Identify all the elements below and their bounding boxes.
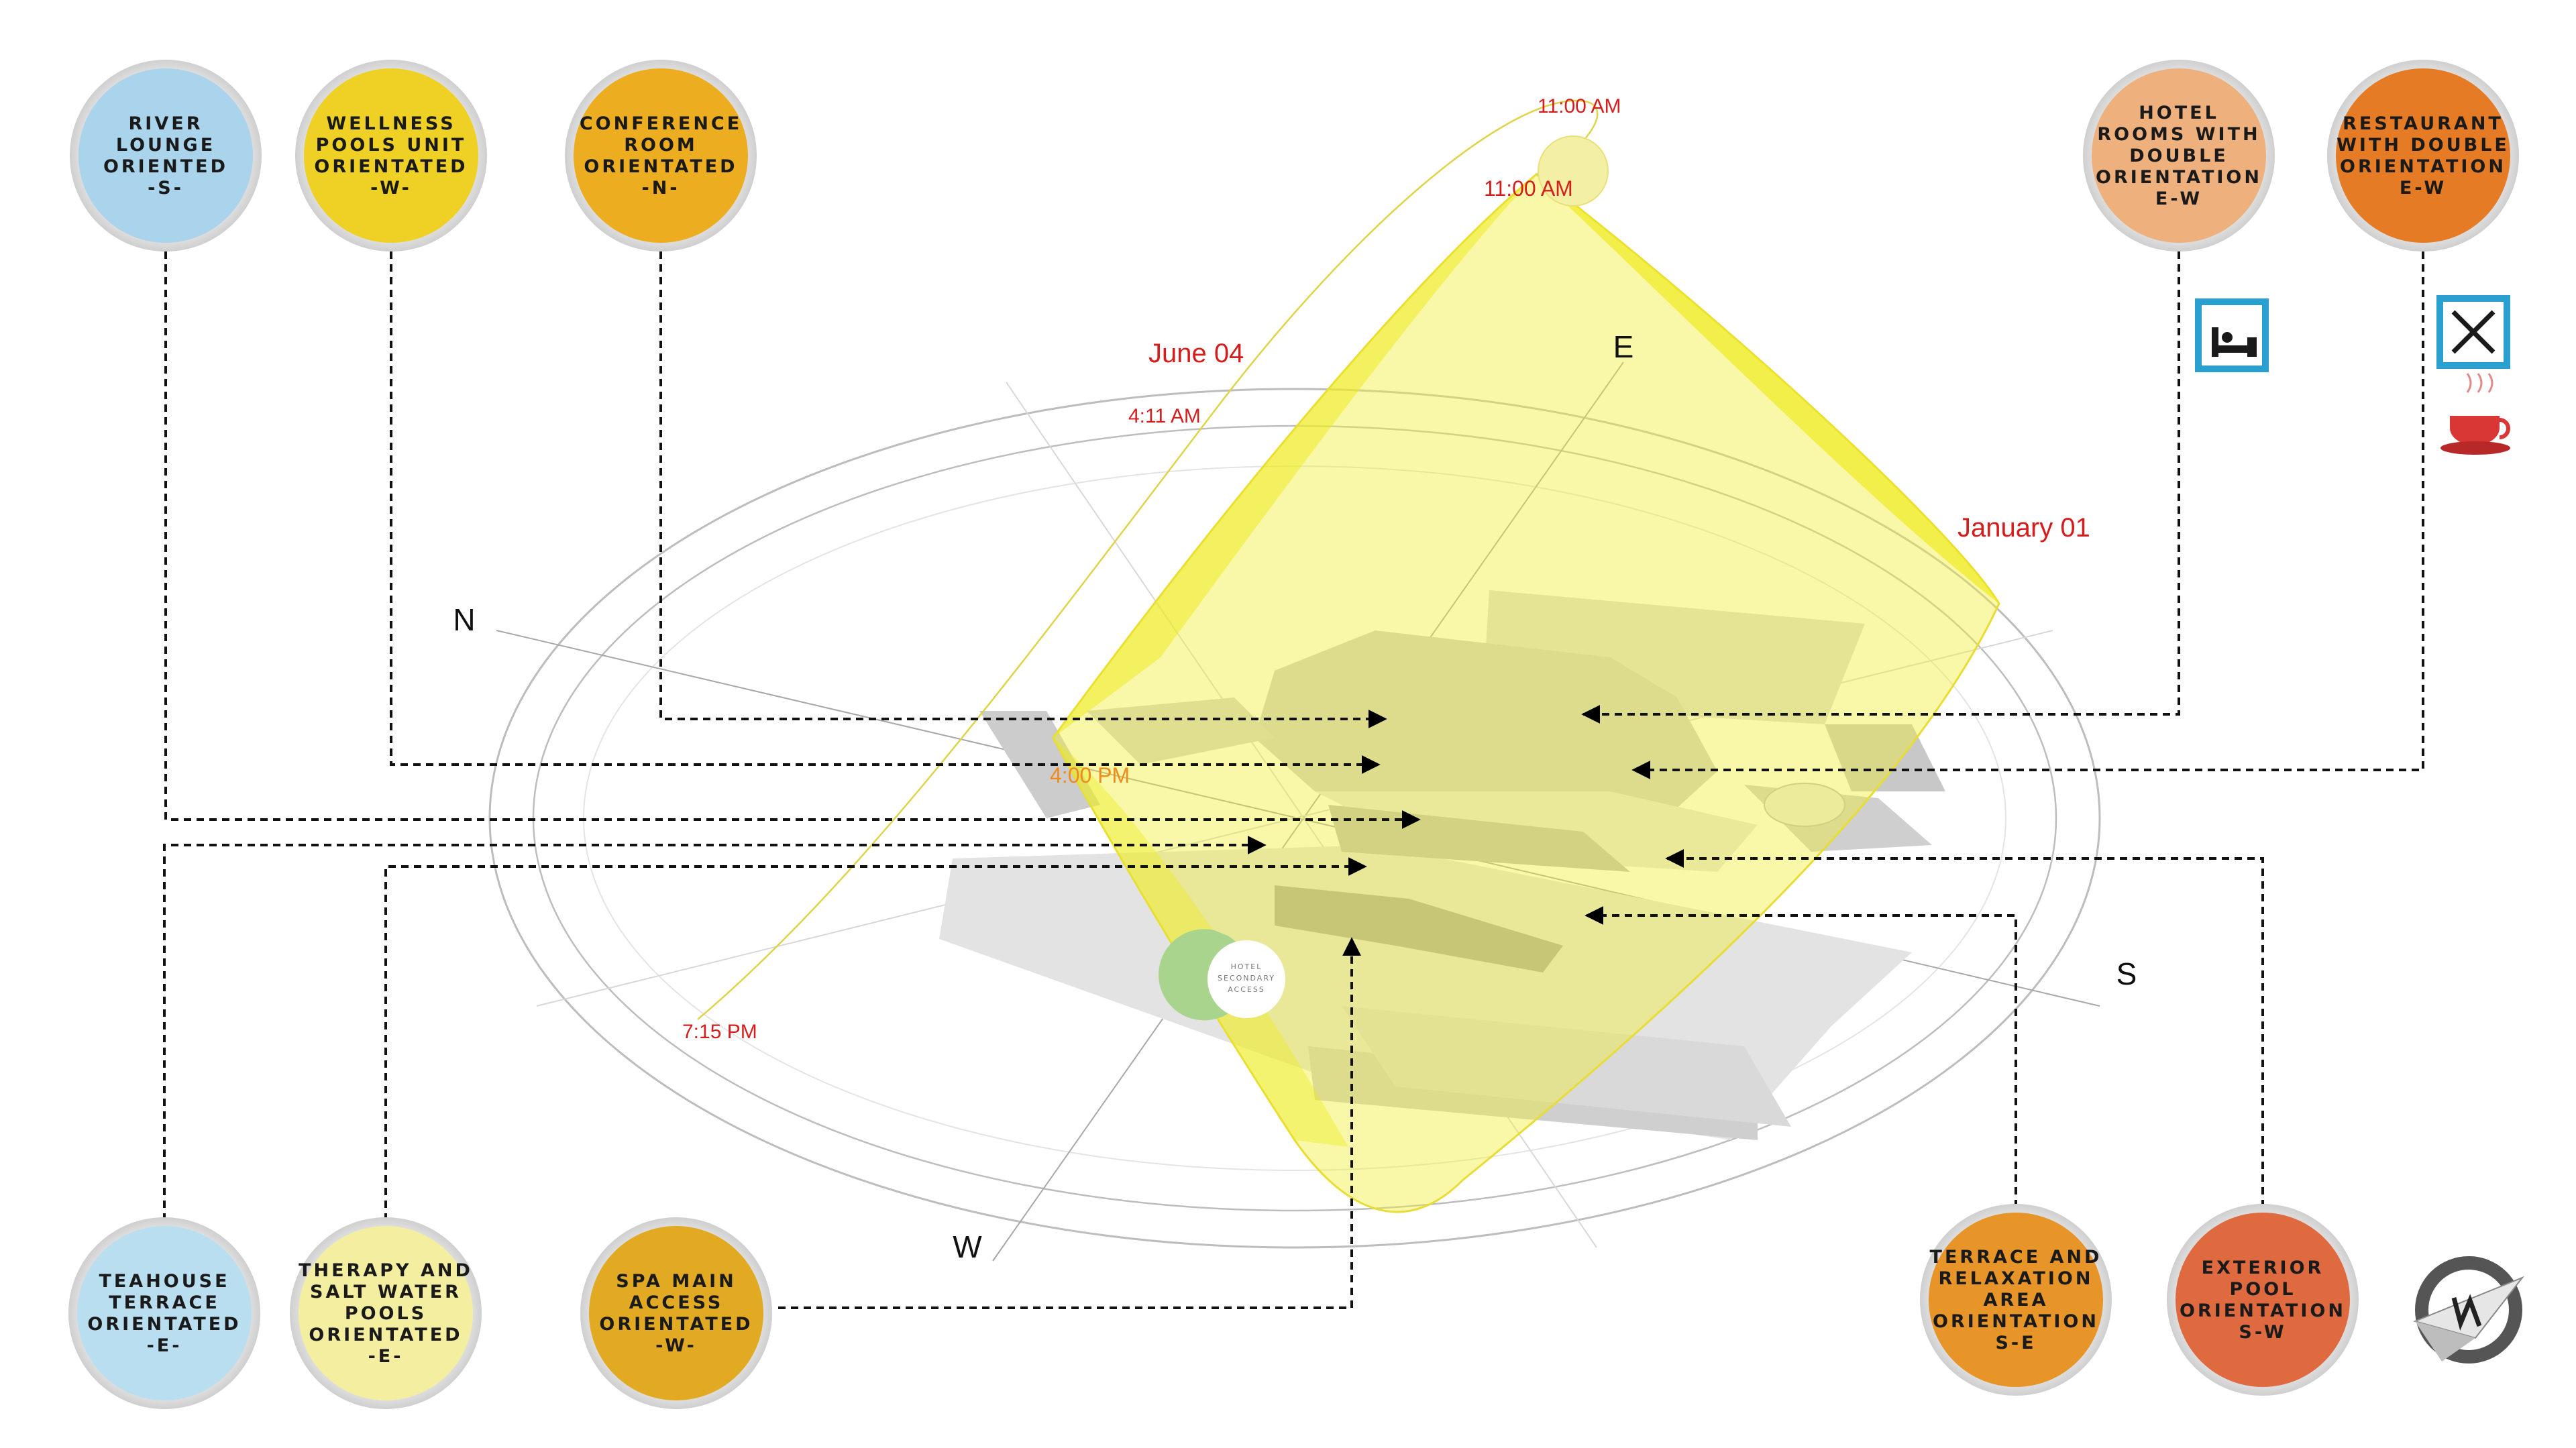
orientation-circle-line: DOUBLE (2129, 146, 2229, 166)
orientation-circle-line: ORIENTATION (2096, 167, 2262, 188)
orientation-circle-line: ORIENTATED (87, 1314, 241, 1335)
orientation-circle-line: CONFERENCE (580, 113, 742, 134)
orientation-circle-line: RELAXATION (1939, 1268, 2094, 1289)
orientation-circle-line: RESTAURANT (2343, 113, 2504, 134)
orientation-circle-line: S-W (2239, 1322, 2286, 1343)
compass-labels: N E S W (453, 329, 2137, 1264)
orientation-circle-fill (299, 1226, 473, 1400)
orientation-circle-line: S-E (1995, 1333, 2036, 1353)
restaurant-cutlery-icon (2436, 295, 2510, 369)
leader-exterior-pool (1665, 849, 2264, 1207)
orientation-circle-line: HOTEL (2139, 103, 2219, 123)
orientation-circle-line: -W- (370, 178, 412, 199)
orientation-circle-fill (2092, 68, 2266, 243)
leader-hotel-rooms (1581, 252, 2180, 724)
svg-text:SECONDARY: SECONDARY (1218, 974, 1275, 983)
orientation-circle-line: WITH DOUBLE (2337, 135, 2510, 156)
leader-teahouse-terrace (163, 836, 1267, 1221)
orientation-circle-line: LOUNGE (116, 135, 215, 156)
orientation-circle-fill (2176, 1213, 2350, 1387)
sun-time-sunrise: 4:11 AM (1128, 405, 1201, 427)
orientation-circle-line: POOLS (345, 1303, 427, 1324)
compass-south-label: S (2116, 956, 2137, 991)
orientation-circle-line: SALT WATER (310, 1282, 462, 1302)
orientation-circle-line: SPA MAIN (616, 1271, 736, 1292)
sun-time-sunset: 7:15 PM (682, 1021, 757, 1043)
leader-conference-room (659, 252, 1387, 728)
orientation-circle-fill (1929, 1213, 2103, 1387)
orientation-circle-line: E-W (2400, 178, 2447, 199)
leader-therapy-pools (384, 857, 1367, 1221)
orientation-circle-line: TERRACE AND (1930, 1247, 2102, 1268)
sun-time-top-outer: 11:00 AM (1538, 95, 1621, 117)
orientation-circle-line: -E- (147, 1335, 182, 1356)
building-complex (939, 590, 1945, 1140)
orientation-circle-fill (2336, 68, 2510, 243)
leader-wellness-pools (390, 252, 1381, 774)
orientation-circle-line: ORIENTATED (314, 156, 468, 177)
svg-text:ACCESS: ACCESS (1228, 985, 1265, 994)
sun-time-top-inner: 11:00 AM (1484, 176, 1573, 201)
orientation-circle-line: ROOM (624, 135, 698, 156)
orientation-circle-fill (589, 1226, 763, 1400)
sun-date-winter: January 01 (1957, 513, 2090, 543)
orientation-circle-line: EXTERIOR (2202, 1258, 2324, 1278)
orientation-circle-line: -N- (641, 178, 680, 199)
sun-path-annotations: 11:00 AM 11:00 AM June 04 4:11 AM Januar… (682, 95, 2090, 1043)
leader-lines (163, 252, 2424, 1309)
orientation-circle-line: THERAPY AND (299, 1260, 473, 1281)
sun-marker (1538, 135, 1609, 207)
orientation-circle-line: AREA (1983, 1290, 2048, 1311)
sun-time-afternoon: 4:00 PM (1050, 763, 1130, 787)
orientation-circle-line: E-W (2155, 188, 2202, 209)
north-compass-icon (2412, 1256, 2525, 1363)
sun-date-summer: June 04 (1148, 339, 1244, 368)
orientation-circle-fill (77, 1226, 252, 1400)
orientation-circle-line: ACCESS (629, 1292, 724, 1313)
orientation-circle-fill (78, 68, 253, 243)
orientation-circle-line: -W- (655, 1335, 697, 1356)
compass-north-label: N (453, 602, 475, 637)
orientation-circle-line: TERRACE (109, 1292, 220, 1313)
compass-east-label: E (1613, 329, 1634, 364)
coffee-cup-icon (2440, 373, 2510, 455)
orientation-circle-line: WELLNESS (326, 113, 455, 134)
orientation-circle-fill (304, 68, 478, 243)
hotel-secondary-access-marker: HOTEL SECONDARY ACCESS (1159, 929, 1285, 1021)
orientation-circle-line: ORIENTED (103, 156, 228, 177)
orientation-circle-line: TEAHOUSE (99, 1271, 229, 1292)
orientation-circle-line: POOL (2230, 1279, 2296, 1300)
leader-restaurant (1631, 252, 2424, 779)
orientation-circle-line: -E- (368, 1346, 404, 1367)
orientation-circle-line: RIVER (129, 113, 203, 134)
orientation-circle-line: ORIENTATION (2340, 156, 2506, 177)
orientation-circle-line: POOLS UNIT (316, 135, 467, 156)
leader-river-lounge (164, 252, 1421, 829)
orientation-circle-line: ROOMS WITH (2097, 124, 2260, 145)
orientation-circle-line: ORIENTATED (309, 1325, 462, 1345)
svg-text:HOTEL: HOTEL (1231, 962, 1263, 971)
orientation-circle-line: ORIENTATED (599, 1314, 753, 1335)
hotel-bed-icon (2195, 298, 2269, 372)
orientation-circle-line: -S- (148, 178, 184, 199)
orientation-circle-line: ORIENTATED (584, 156, 737, 177)
orientation-circle-line: ORIENTATION (2180, 1300, 2346, 1321)
compass-west-label: W (953, 1229, 982, 1264)
leader-terrace-relaxation (1585, 906, 2017, 1207)
orientation-circle-fill (574, 68, 748, 243)
orientation-circle-line: ORIENTATION (1933, 1311, 2099, 1332)
leader-spa-main-access (778, 937, 1361, 1309)
